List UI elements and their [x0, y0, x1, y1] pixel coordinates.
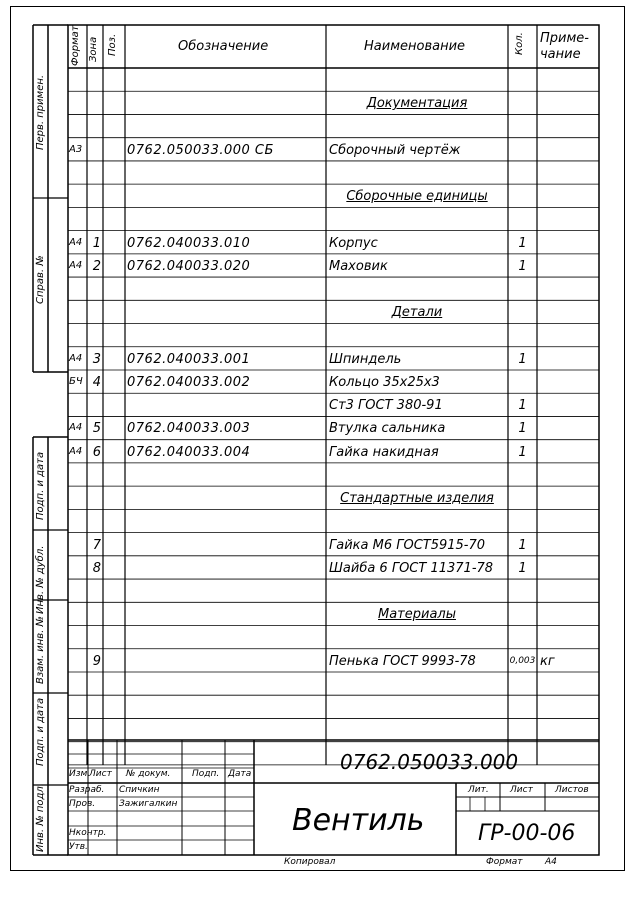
- row-quantity: 1: [518, 444, 527, 460]
- row-designation: 0762.040033.010: [127, 235, 251, 251]
- tb-row-prov: Пров.: [69, 799, 96, 809]
- sheet-outer-border: [10, 6, 625, 871]
- side-label-podp-data-2: Подп. и дата: [35, 697, 46, 766]
- footer-format-value: А4: [545, 857, 557, 867]
- row-name: Втулка сальника: [329, 421, 446, 437]
- row-position: 4: [92, 374, 101, 390]
- row-position: 6: [92, 444, 101, 460]
- row-quantity: 1: [518, 351, 527, 367]
- side-label-vzam-inv: Взам. инв. №: [35, 616, 46, 684]
- row-format: А4: [69, 445, 83, 457]
- tb-col-list: Лист: [89, 769, 112, 779]
- tb-row-utv: Утв.: [69, 842, 88, 852]
- row-designation: 0762.050033.000 СБ: [127, 142, 274, 158]
- row-format: БЧ: [69, 375, 83, 387]
- tb-list: Лист: [510, 785, 533, 795]
- row-name: Шпиндель: [329, 351, 402, 367]
- row-name: Сборочный чертёж: [329, 142, 461, 158]
- tb-row-nkontr: Нконтр.: [69, 828, 107, 838]
- side-label-podp-data-1: Подп. и дата: [35, 451, 46, 520]
- tb-lit: Лит.: [468, 785, 489, 795]
- tb-razrab-name: Спичкин: [119, 785, 160, 795]
- tb-row-razrab: Разраб.: [69, 785, 105, 795]
- row-name: Ст3 ГОСТ 380-91: [329, 398, 443, 414]
- side-label-sprav-no: Справ. №: [35, 255, 46, 304]
- tb-group-code: ГР-00-06: [478, 821, 576, 846]
- row-designation: 0762.040033.002: [127, 374, 251, 390]
- section-heading: Материалы: [378, 607, 456, 623]
- row-quantity: 1: [518, 421, 527, 437]
- tb-col-izm: Изм.: [69, 769, 91, 779]
- row-name: Гайка М6 ГОСТ5915-70: [329, 537, 486, 553]
- row-designation: 0762.040033.003: [127, 421, 251, 437]
- row-quantity: 1: [518, 560, 527, 576]
- row-format: А4: [69, 352, 83, 364]
- tb-document-code: 0762.050033.000: [340, 750, 519, 774]
- row-position: 1: [92, 235, 101, 251]
- row-position: 2: [92, 258, 101, 274]
- row-designation: 0762.040033.001: [127, 351, 251, 367]
- row-quantity: 1: [518, 258, 527, 274]
- row-note: кг: [540, 653, 555, 669]
- section-heading: Сборочные единицы: [346, 189, 488, 205]
- row-position: 9: [92, 653, 101, 669]
- header-format: Формат: [70, 25, 81, 66]
- section-heading: Документация: [366, 96, 468, 112]
- footer-format: Формат: [486, 857, 523, 867]
- header-poz: Поз.: [107, 33, 118, 56]
- row-name: Гайка накидная: [329, 444, 439, 460]
- row-position: 7: [92, 537, 101, 553]
- section-heading: Детали: [391, 305, 443, 321]
- row-quantity: 1: [518, 235, 527, 251]
- row-quantity: 1: [518, 537, 527, 553]
- header-note-line2: чание: [540, 47, 581, 62]
- tb-col-podp: Подп.: [192, 769, 220, 779]
- side-label-inv-dubl: Инв. № дубл.: [35, 545, 46, 614]
- side-label-perv-primen: Перв. примен.: [35, 74, 46, 150]
- row-quantity: 1: [518, 398, 527, 414]
- row-position: 8: [92, 560, 101, 576]
- row-position: 3: [92, 351, 101, 367]
- header-zona: Зона: [88, 36, 99, 62]
- row-name: Кольцо 35х25х3: [329, 374, 440, 390]
- row-designation: 0762.040033.020: [127, 258, 251, 274]
- row-format: А4: [69, 422, 83, 434]
- side-label-inv-podl: Инв. № подл.: [35, 783, 46, 852]
- section-heading: Стандартные изделия: [340, 491, 494, 507]
- row-quantity: 0,003: [509, 655, 536, 666]
- row-format: А4: [69, 259, 83, 271]
- header-name: Наименование: [364, 39, 466, 54]
- header-designation: Обозначение: [178, 39, 269, 54]
- row-name: Маховик: [329, 258, 388, 274]
- tb-document-title: Вентиль: [292, 803, 425, 838]
- row-position: 5: [92, 421, 101, 437]
- row-format: А3: [69, 143, 83, 155]
- tb-col-ndokum: № докум.: [126, 769, 171, 779]
- tb-listov: Листов: [555, 785, 589, 795]
- tb-col-data: Дата: [228, 769, 252, 779]
- header-note-line1: Приме-: [540, 31, 589, 46]
- row-format: А4: [69, 236, 83, 248]
- row-name: Пенька ГОСТ 9993-78: [329, 653, 476, 669]
- header-qty: Кол.: [514, 32, 525, 55]
- footer-kopiroval: Копировал: [284, 857, 336, 867]
- row-name: Корпус: [329, 235, 378, 251]
- row-designation: 0762.040033.004: [127, 444, 251, 460]
- tb-prov-name: Зажигалкин: [119, 799, 178, 809]
- row-name: Шайба 6 ГОСТ 11371-78: [329, 560, 494, 576]
